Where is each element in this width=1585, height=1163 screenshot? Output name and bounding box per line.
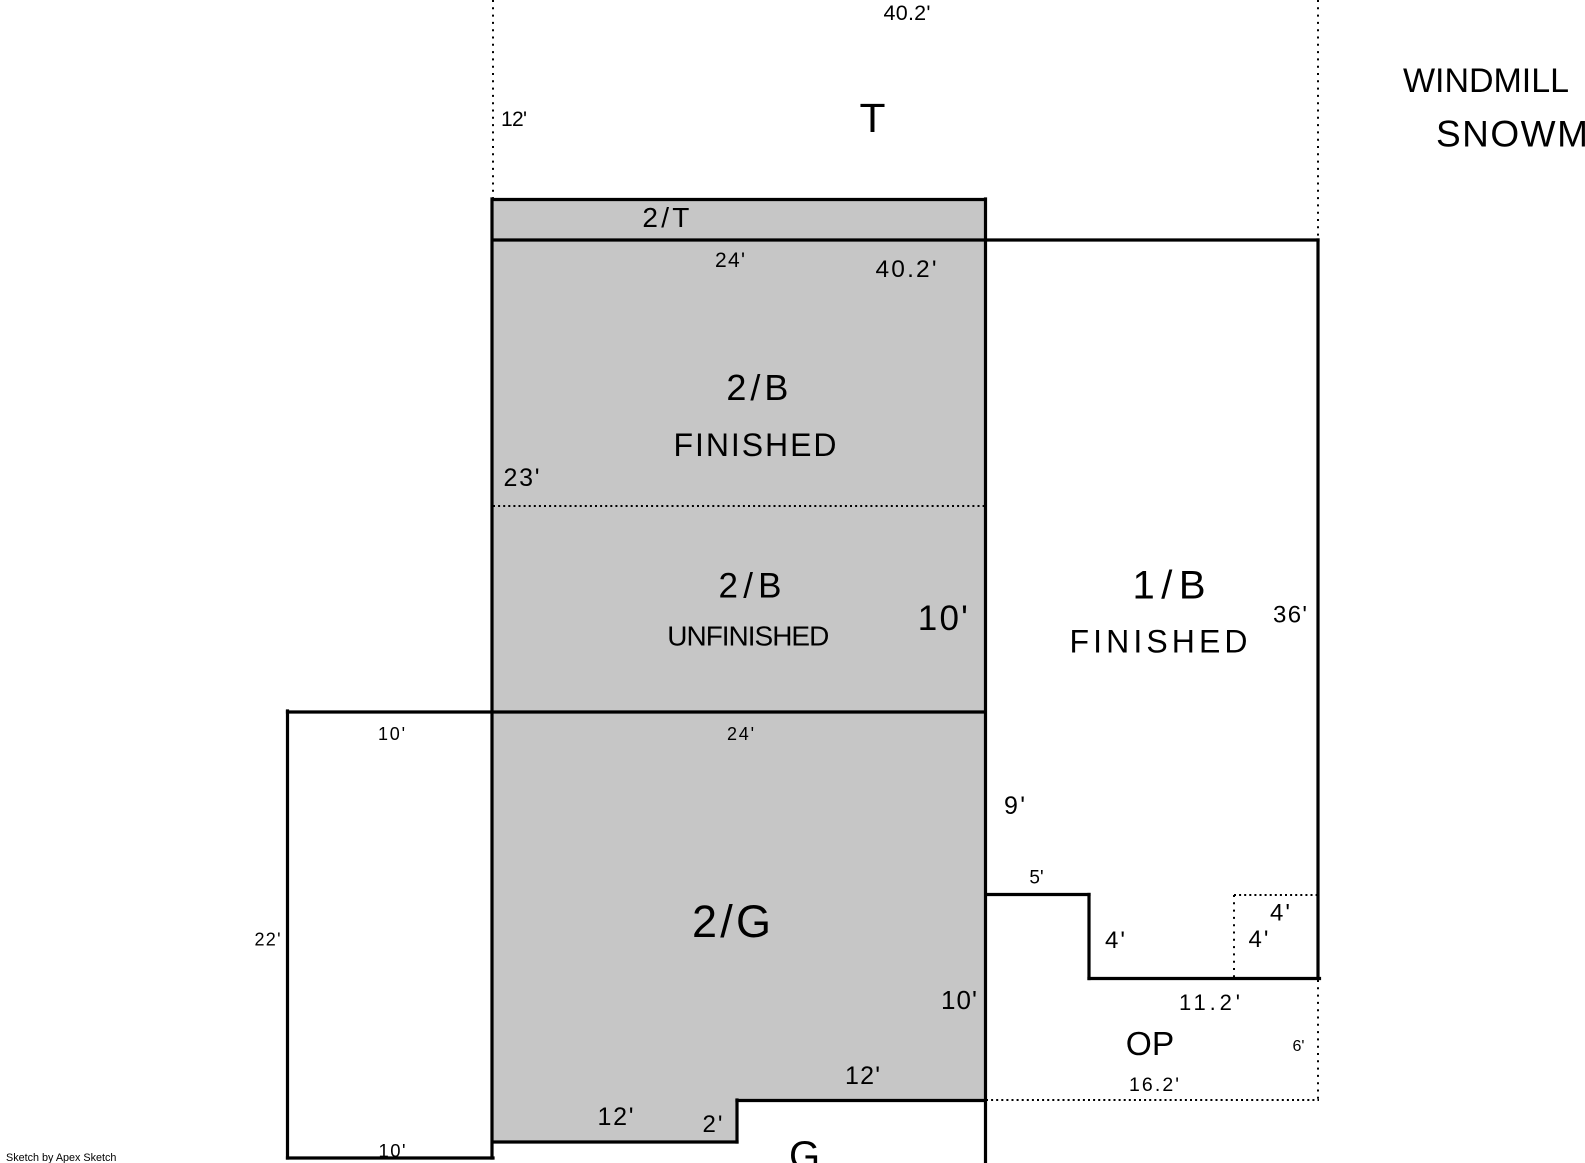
svg-text:2/B: 2/B [719, 567, 782, 606]
svg-text:10': 10' [378, 724, 405, 744]
svg-text:FINISHED: FINISHED [674, 427, 837, 463]
svg-text:6': 6' [1293, 1038, 1305, 1055]
svg-text:23': 23' [504, 464, 540, 492]
svg-text:UNFINISHED: UNFINISHED [667, 621, 829, 652]
svg-text:12': 12' [501, 108, 527, 131]
svg-text:11.2': 11.2' [1179, 990, 1240, 1015]
svg-text:40.2': 40.2' [884, 1, 931, 25]
svg-text:2/B: 2/B [726, 367, 788, 408]
svg-text:10': 10' [379, 1140, 406, 1161]
svg-text:4': 4' [1105, 927, 1125, 954]
svg-text:10': 10' [918, 599, 968, 638]
svg-text:2/G: 2/G [692, 896, 771, 947]
svg-text:36': 36' [1273, 602, 1307, 629]
svg-text:OP: OP [1126, 1026, 1174, 1063]
svg-text:10': 10' [941, 985, 977, 1015]
svg-text:SNOWMASS: SNOWMASS [1436, 114, 1585, 155]
svg-text:4': 4' [1270, 900, 1290, 927]
svg-text:22': 22' [255, 930, 281, 950]
svg-text:5': 5' [1029, 868, 1043, 889]
svg-text:24': 24' [727, 724, 754, 744]
svg-text:2/T: 2/T [642, 202, 689, 233]
svg-text:WINDMILL: WINDMILL [1403, 62, 1569, 100]
svg-text:16.2': 16.2' [1129, 1074, 1179, 1096]
svg-text:2': 2' [703, 1111, 723, 1138]
svg-text:G: G [789, 1134, 820, 1163]
svg-text:T: T [860, 95, 886, 141]
svg-text:1/B: 1/B [1133, 564, 1206, 608]
svg-text:9': 9' [1004, 792, 1025, 820]
svg-text:12': 12' [845, 1062, 880, 1090]
svg-text:FINISHED: FINISHED [1070, 624, 1248, 660]
svg-text:24': 24' [715, 249, 745, 272]
svg-text:Sketch by Apex Sketch: Sketch by Apex Sketch [6, 1152, 116, 1163]
svg-text:4': 4' [1249, 926, 1269, 953]
svg-text:12': 12' [598, 1103, 634, 1131]
